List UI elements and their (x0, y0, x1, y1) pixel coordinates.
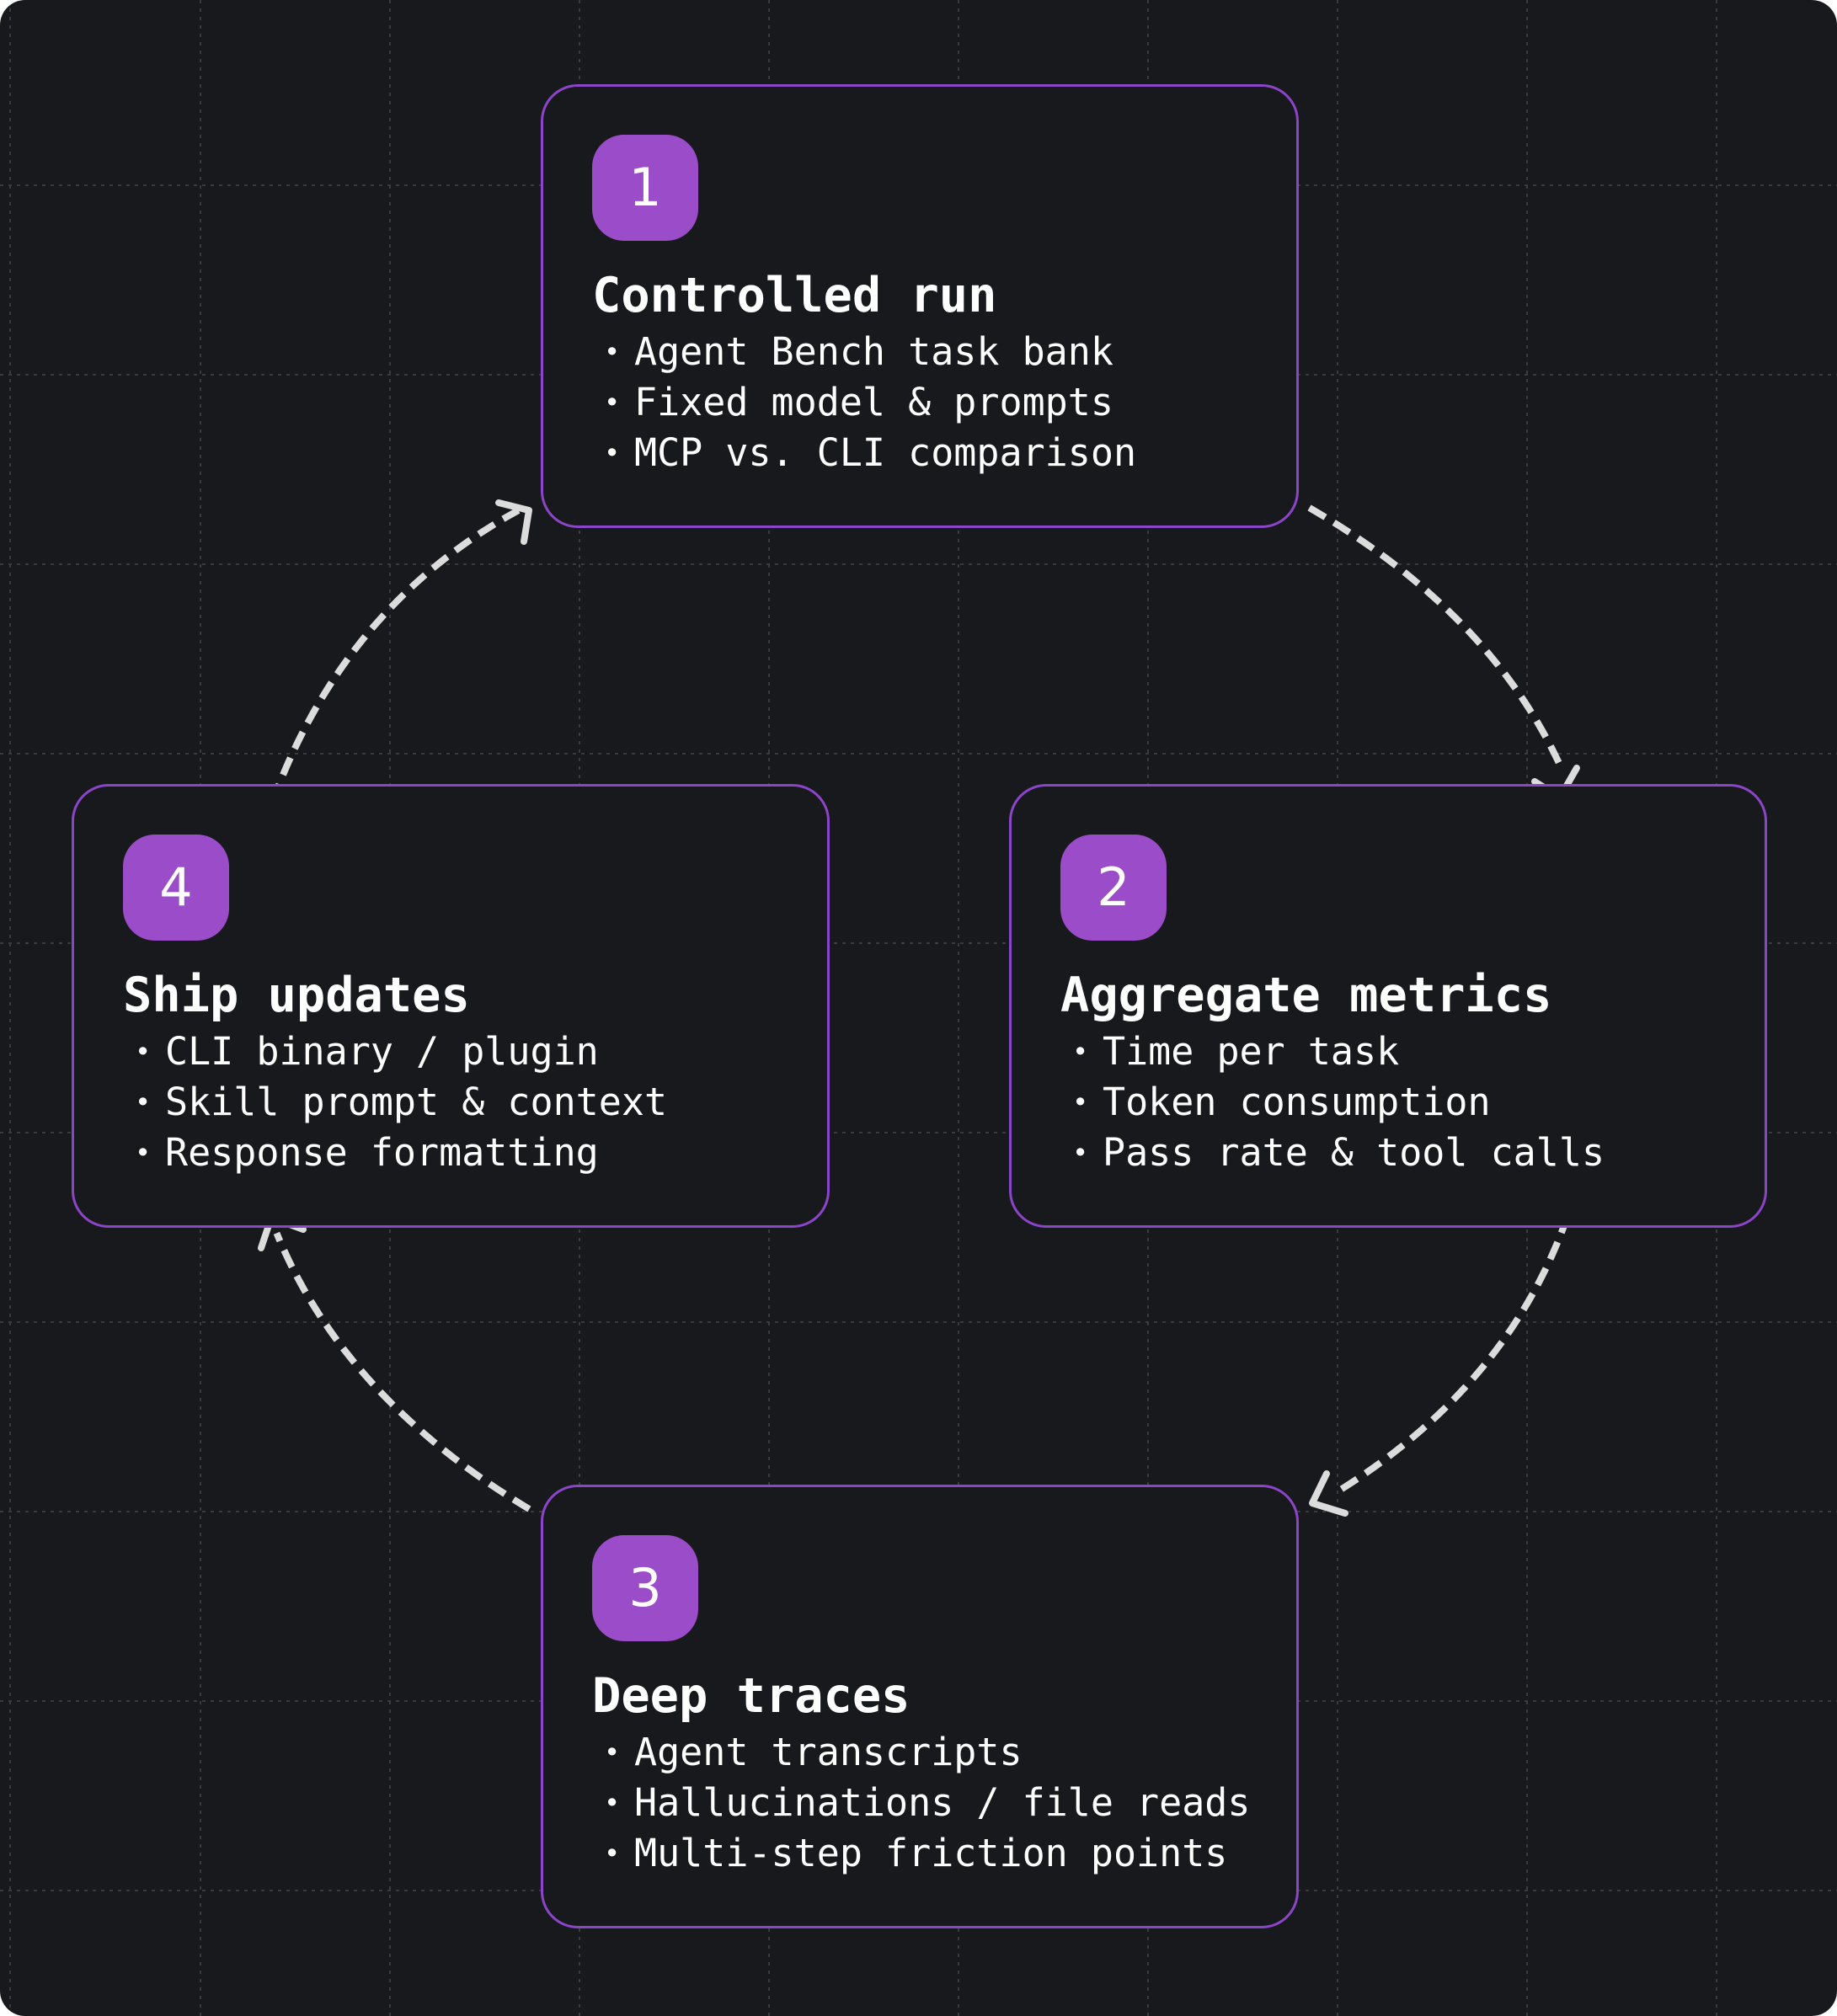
step-items: • Agent Bench task bank • Fixed model & pr… (604, 327, 1136, 478)
bullet-icon: • (135, 1086, 152, 1118)
bullet-icon: • (604, 387, 621, 419)
arrow-4-to-1-head (495, 499, 532, 545)
list-item: • Response formatting (135, 1128, 667, 1178)
bullet-icon: • (604, 336, 621, 368)
step-title: Deep traces (592, 1668, 910, 1724)
step-items: • Time per task • Token consumption • Pass … (1072, 1027, 1605, 1178)
list-item: • Multi-step friction points (604, 1828, 1251, 1879)
arrow-1-to-2 (1307, 504, 1567, 776)
list-item: • MCP vs. CLI comparison (604, 428, 1136, 478)
list-item: • Hallucinations / file reads (604, 1778, 1251, 1828)
step-card-4: 4 Ship updates • CLI binary / plugin • Ski… (72, 784, 830, 1228)
list-item-text: Hallucinations / file reads (634, 1780, 1251, 1825)
step-number-badge: 2 (1060, 835, 1167, 941)
bullet-icon: • (1072, 1137, 1089, 1169)
list-item: • Agent transcripts (604, 1727, 1251, 1778)
list-item-text: Skill prompt & context (165, 1080, 668, 1124)
list-item-text: CLI binary / plugin (165, 1029, 599, 1074)
step-number-badge: 3 (592, 1535, 698, 1641)
list-item: • Fixed model & prompts (604, 377, 1136, 428)
list-item-text: Multi-step friction points (634, 1831, 1228, 1875)
list-item: • Token consumption (1072, 1077, 1605, 1128)
list-item: • CLI binary / plugin (135, 1027, 667, 1077)
list-item-text: Token consumption (1103, 1080, 1491, 1124)
step-card-3: 3 Deep traces • Agent transcripts • Halluc… (541, 1485, 1299, 1928)
list-item-text: Agent transcripts (634, 1730, 1023, 1774)
bullet-icon: • (604, 437, 621, 469)
step-title: Aggregate metrics (1060, 968, 1552, 1023)
list-item: • Agent Bench task bank (604, 327, 1136, 377)
list-item: • Skill prompt & context (135, 1077, 667, 1128)
list-item-text: Time per task (1103, 1029, 1400, 1074)
step-items: • CLI binary / plugin • Skill prompt & con… (135, 1027, 667, 1178)
bullet-icon: • (604, 1837, 621, 1869)
step-title: Controlled run (592, 268, 997, 323)
step-number-badge: 4 (123, 835, 229, 941)
list-item-text: Agent Bench task bank (634, 329, 1113, 374)
bullet-icon: • (135, 1036, 152, 1068)
arrow-4-to-1 (269, 507, 521, 803)
list-item-text: Fixed model & prompts (634, 380, 1113, 424)
arrow-3-to-4 (273, 1231, 531, 1512)
step-title: Ship updates (123, 968, 470, 1023)
bullet-icon: • (1072, 1036, 1089, 1068)
step-number-badge: 1 (592, 135, 698, 241)
bullet-icon: • (135, 1137, 152, 1169)
step-items: • Agent transcripts • Hallucinations / fil… (604, 1727, 1251, 1879)
list-item-text: Pass rate & tool calls (1103, 1130, 1605, 1175)
arrow-2-to-3-head (1309, 1470, 1348, 1517)
bullet-icon: • (604, 1736, 621, 1768)
list-item-text: Response formatting (165, 1130, 599, 1175)
list-item: • Time per task (1072, 1027, 1605, 1077)
step-card-2: 2 Aggregate metrics • Time per task • Toke… (1009, 784, 1767, 1228)
bullet-icon: • (604, 1787, 621, 1819)
list-item: • Pass rate & tool calls (1072, 1128, 1605, 1178)
arrow-2-to-3 (1334, 1213, 1572, 1496)
bullet-icon: • (1072, 1086, 1089, 1118)
step-card-1: 1 Controlled run • Agent Bench task bank … (541, 84, 1299, 528)
list-item-text: MCP vs. CLI comparison (634, 430, 1137, 475)
